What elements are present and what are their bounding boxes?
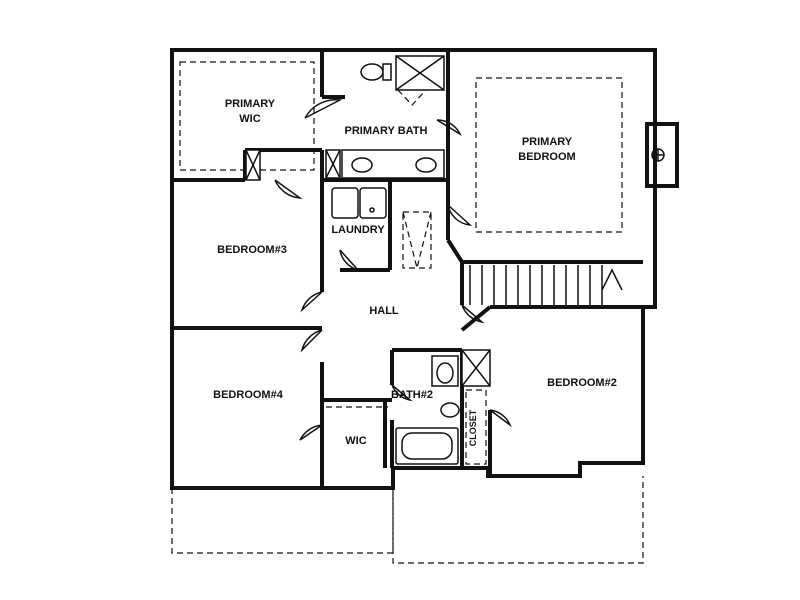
tray-ceiling: [475, 77, 623, 233]
primary-bedroom-label-1: PRIMARY: [522, 136, 573, 148]
bedroom3-label: BEDROOM#3: [217, 244, 287, 256]
primary-wic-label-2: WIC: [239, 113, 260, 125]
primary-bath-fixtures: [245, 55, 445, 181]
attic-access: [402, 211, 432, 269]
laundry-machines: [331, 187, 387, 219]
porch-outline: [171, 476, 644, 564]
bath2-fixtures: [395, 349, 491, 465]
bedroom4-label: BEDROOM#4: [213, 389, 284, 401]
fireplace-bump: [645, 122, 679, 188]
bath2-label: BATH#2: [391, 389, 433, 401]
primary-wic-label-1: PRIMARY: [225, 98, 276, 110]
laundry-label: LAUNDRY: [331, 224, 385, 236]
doors: [274, 98, 512, 441]
bedroom2-label: BEDROOM#2: [547, 377, 617, 389]
interior-walls: [172, 50, 643, 488]
closet-label: CLOSET: [468, 409, 478, 446]
wic-label: WIC: [345, 435, 366, 447]
hall-label: HALL: [369, 305, 399, 317]
primary-bath-label: PRIMARY BATH: [345, 125, 428, 137]
primary-bedroom-label-2: BEDROOM: [518, 151, 575, 163]
stairs: [469, 265, 623, 305]
wic-shelving: [179, 61, 315, 171]
